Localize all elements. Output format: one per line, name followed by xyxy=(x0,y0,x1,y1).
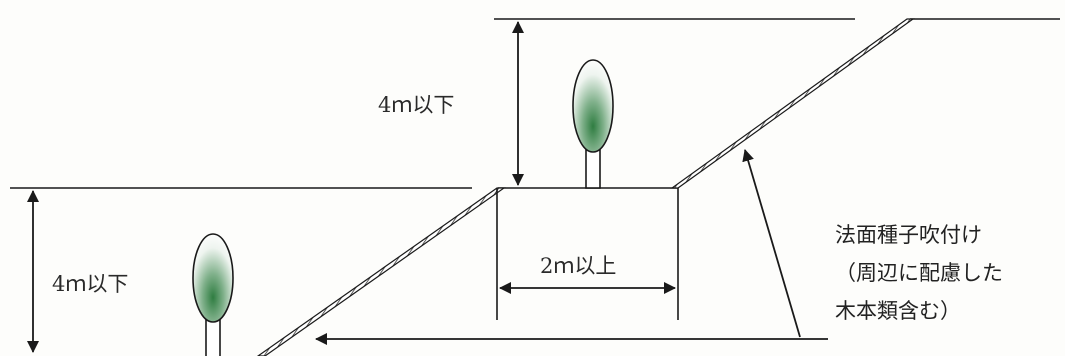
ground-lines xyxy=(10,18,1060,189)
note-line-3: 木本類含む） xyxy=(835,299,961,323)
berm-width-label: 2ｍ以上 xyxy=(540,254,617,278)
note-line-2: （周辺に配慮した xyxy=(835,261,1003,285)
lower-slope-face xyxy=(256,187,506,356)
tree-trunk xyxy=(205,317,221,356)
note-pointer-arrow-upper xyxy=(742,149,801,338)
upper-slope-face xyxy=(670,18,915,189)
tree-on-lower-slope xyxy=(192,233,234,356)
lower-height-label: 4ｍ以下 xyxy=(52,272,129,296)
note-line-1: 法面種子吹付け xyxy=(835,223,982,247)
dimension-arrows xyxy=(27,21,828,353)
tree-crown xyxy=(192,233,234,323)
tree-on-berm xyxy=(572,59,614,189)
upper-height-label: 4ｍ以下 xyxy=(378,93,455,117)
tree-trunk xyxy=(585,149,601,189)
tree-crown xyxy=(572,59,614,153)
berm-extent-ticks xyxy=(496,188,679,320)
seed-spraying-note: 法面種子吹付け （周辺に配慮した 木本類含む） xyxy=(835,216,1060,330)
